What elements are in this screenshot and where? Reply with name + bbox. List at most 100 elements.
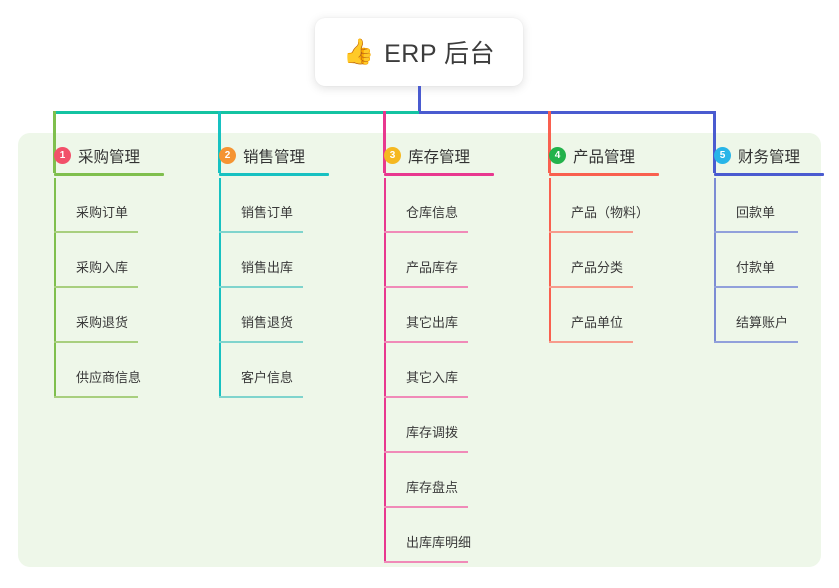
branch-column-1: 1 采购管理采购订单采购入库采购退货供应商信息 (36, 133, 201, 398)
item-spine (219, 288, 221, 343)
item-underline (714, 286, 798, 288)
root-title: ERP 后台 (384, 40, 496, 68)
item-label: 回款单 (736, 205, 776, 220)
item-spine (219, 233, 221, 288)
item-underline (384, 561, 468, 563)
trunk-right-segment (419, 111, 716, 114)
item-label: 库存盘点 (406, 480, 459, 495)
branch-number-badge: 1 (54, 147, 71, 164)
item-underline (384, 506, 468, 508)
branch-underline (219, 173, 329, 176)
item-underline (384, 396, 468, 398)
item-spine (384, 508, 386, 563)
trunk-left-segment (52, 111, 421, 114)
item-underline (219, 231, 303, 233)
thumbs-up-icon: 👍 (342, 37, 375, 66)
branch-drop-2 (217, 111, 221, 173)
item-spine (54, 288, 56, 343)
branch-column-3: 3 库存管理仓库信息产品库存其它出库其它入库库存调拨库存盘点出库库明细 (366, 133, 531, 563)
item-underline (714, 231, 798, 233)
item-underline (384, 286, 468, 288)
item-label: 客户信息 (241, 370, 294, 385)
item-label: 库存调拨 (406, 425, 459, 440)
item-underline (384, 341, 468, 343)
branch-number-badge: 4 (549, 147, 566, 164)
item-underline (219, 396, 303, 398)
item-label: 产品单位 (571, 315, 624, 330)
item-spine (384, 233, 386, 288)
branch-header-1[interactable]: 1 采购管理 (36, 133, 201, 178)
branch-title: 财务管理 (738, 148, 801, 166)
item-label: 销售出库 (241, 260, 294, 275)
item-label: 其它出库 (406, 315, 459, 330)
branch-column-5: 5 财务管理回款单付款单结算账户 (696, 133, 839, 343)
item-spine (384, 178, 386, 233)
branch-number-badge: 3 (384, 147, 401, 164)
root-stem (417, 86, 421, 111)
branch-underline (54, 173, 164, 176)
branch-title: 采购管理 (78, 148, 141, 166)
item-label: 产品（物料） (571, 205, 650, 220)
item-label: 供应商信息 (76, 370, 142, 385)
item-underline (219, 286, 303, 288)
item-spine (54, 178, 56, 233)
item-underline (384, 231, 468, 233)
item-label: 采购入库 (76, 260, 129, 275)
item-spine (714, 233, 716, 288)
branch-header-5[interactable]: 5 财务管理 (696, 133, 839, 178)
item-underline (384, 451, 468, 453)
branch-drop-1 (52, 111, 56, 173)
branch-number-badge: 2 (219, 147, 236, 164)
root-node[interactable]: 👍 ERP 后台 (315, 18, 523, 86)
item-label: 出库库明细 (406, 535, 472, 550)
branch-title: 库存管理 (408, 148, 471, 166)
item-underline (54, 286, 138, 288)
branch-header-4[interactable]: 4 产品管理 (531, 133, 696, 178)
item-label: 销售退货 (241, 315, 294, 330)
branch-column-4: 4 产品管理产品（物料） 产品分类产品单位 (531, 133, 696, 343)
branch-underline (549, 173, 659, 176)
branch-drop-3 (382, 111, 386, 173)
item-label: 产品分类 (571, 260, 624, 275)
branch-underline (714, 173, 824, 176)
branch-drop-4 (547, 111, 551, 173)
item-underline (219, 341, 303, 343)
item-label: 采购订单 (76, 205, 129, 220)
item-label: 产品库存 (406, 260, 459, 275)
item-label: 付款单 (736, 260, 776, 275)
item-label: 采购退货 (76, 315, 129, 330)
item-underline (54, 231, 138, 233)
branch-header-2[interactable]: 2 销售管理 (201, 133, 366, 178)
branch-title: 销售管理 (243, 148, 306, 166)
item-underline (549, 341, 633, 343)
item-spine (54, 233, 56, 288)
item-spine (384, 453, 386, 508)
item-underline (549, 231, 633, 233)
item-spine (714, 178, 716, 233)
item-spine (384, 288, 386, 343)
branch-columns: 1 采购管理采购订单采购入库采购退货供应商信息 2 销售管理销售订单销售出库销售退货客… (18, 133, 824, 567)
branch-header-3[interactable]: 3 库存管理 (366, 133, 531, 178)
item-spine (219, 343, 221, 398)
branch-number-badge: 5 (714, 147, 731, 164)
item-spine (549, 233, 551, 288)
item-label: 仓库信息 (406, 205, 459, 220)
branch-column-2: 2 销售管理销售订单销售出库销售退货客户信息 (201, 133, 366, 398)
item-label: 其它入库 (406, 370, 459, 385)
item-spine (714, 288, 716, 343)
item-label: 结算账户 (736, 315, 789, 330)
branch-title: 产品管理 (573, 148, 636, 166)
item-spine (384, 398, 386, 453)
item-spine (54, 343, 56, 398)
item-underline (549, 286, 633, 288)
item-spine (384, 343, 386, 398)
branch-underline (384, 173, 494, 176)
item-spine (549, 178, 551, 233)
item-spine (549, 288, 551, 343)
item-underline (54, 341, 138, 343)
item-spine (219, 178, 221, 233)
item-label: 销售订单 (241, 205, 294, 220)
diagram-panel (18, 133, 821, 567)
item-underline (54, 396, 138, 398)
